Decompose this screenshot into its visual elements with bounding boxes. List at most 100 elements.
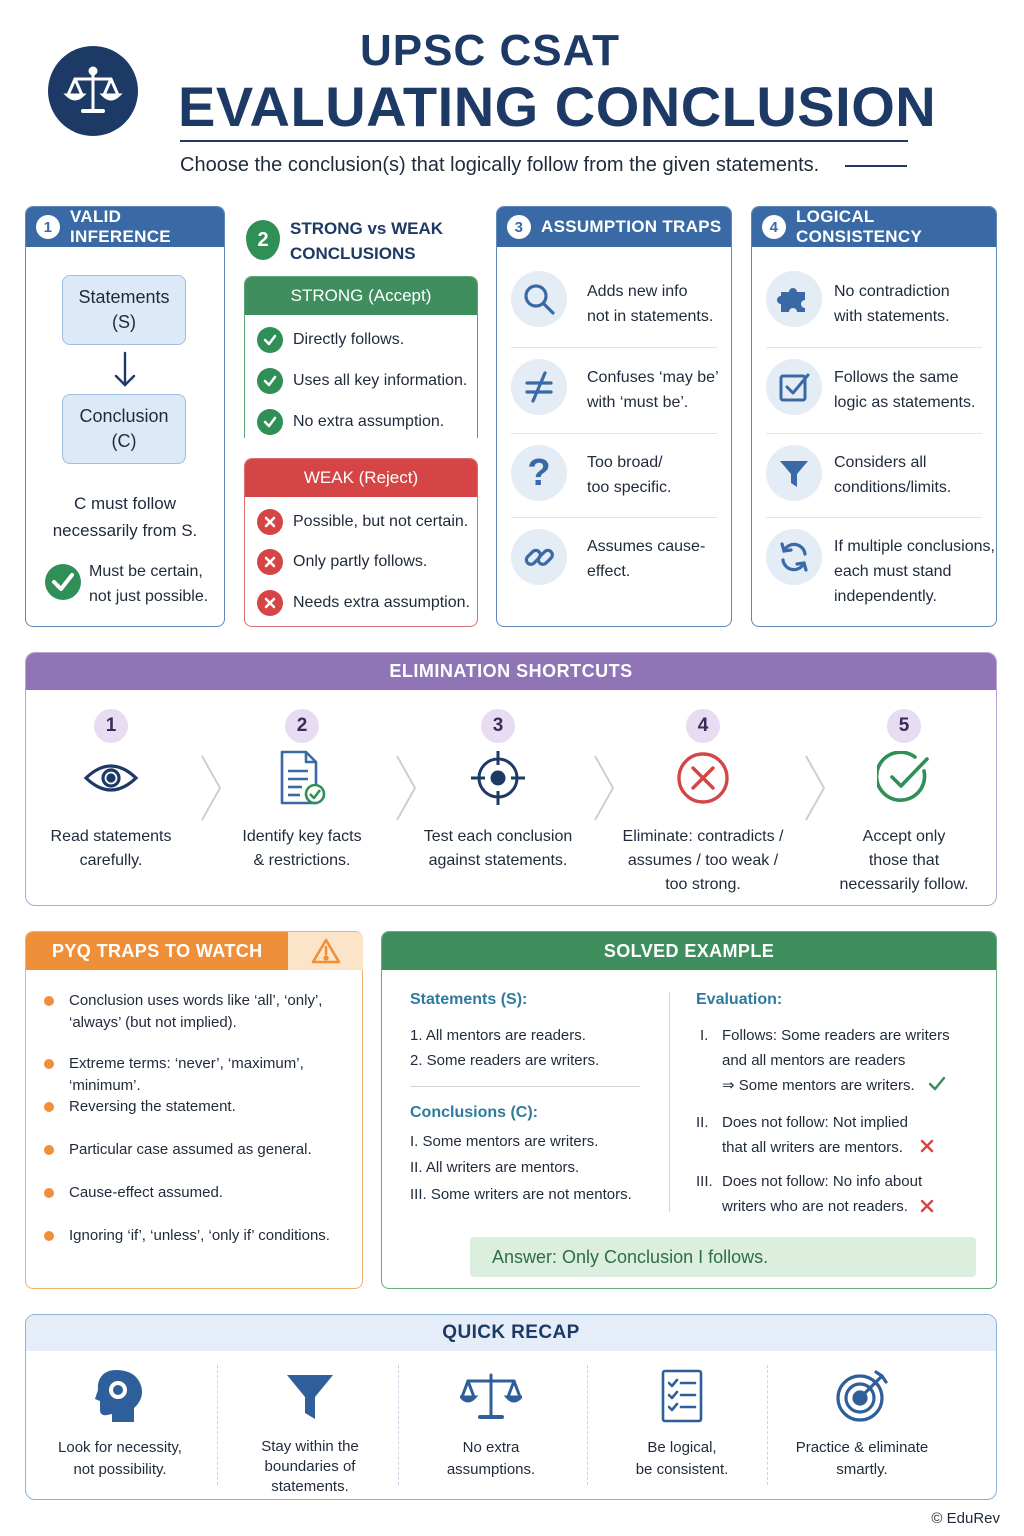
recap-line: Look for necessity, xyxy=(58,1439,182,1456)
trap-line: Confuses ‘may be’ xyxy=(587,369,719,386)
trap-line: Adds new info xyxy=(587,283,688,300)
checkbox-icon xyxy=(766,359,822,415)
chevron-right-icon xyxy=(393,753,419,828)
consistency-line: Follows the same xyxy=(834,369,959,386)
target-arrow-icon xyxy=(772,1365,952,1427)
weak-item: Needs extra assumption. xyxy=(257,590,470,616)
conclusions-label: Conclusions (C): xyxy=(410,1104,538,1121)
trap-line: Too broad/ xyxy=(587,454,663,471)
step-number: 5 xyxy=(887,709,921,743)
refresh-icon xyxy=(766,529,822,585)
consistency-item: No contradiction with statements. xyxy=(752,259,996,343)
strong-panel: STRONG (Accept) Directly follows. Uses a… xyxy=(244,276,478,438)
valid-inference-card: 1 VALID INFERENCE Statements (S) Conclus… xyxy=(25,206,225,627)
step-number: 1 xyxy=(94,709,128,743)
recap-line: statements. xyxy=(271,1478,349,1495)
eval-line: Follows: Some readers are writers xyxy=(722,1027,950,1044)
column-divider xyxy=(669,992,670,1212)
step-text: Test each conclusion against statements. xyxy=(413,825,583,873)
pyq-item-text: Cause-effect assumed. xyxy=(69,1184,223,1201)
card-title: VALID INFERENCE xyxy=(70,207,171,246)
answer-banner: Answer: Only Conclusion I follows. xyxy=(470,1237,976,1277)
certainty-note: Must be certain, not just possible. xyxy=(89,559,208,609)
card-title: LOGICAL CONSISTENCY xyxy=(796,207,923,246)
step-line: necessarily follow. xyxy=(839,876,969,893)
strong-item: Directly follows. xyxy=(257,327,404,353)
recap-line: Be logical, xyxy=(647,1439,717,1456)
recap-line: boundaries of xyxy=(264,1458,356,1475)
rule-line: C must follow xyxy=(73,494,177,513)
strong-item-text: No extra assumption. xyxy=(293,413,445,430)
bullet-dot xyxy=(44,1188,54,1198)
conclusion-line: II. All writers are mentors. xyxy=(410,1159,580,1176)
strong-item: No extra assumption. xyxy=(257,409,444,435)
recap-item: Look for necessity, not possibility. xyxy=(30,1365,210,1481)
divider xyxy=(766,347,982,348)
step-number: 3 xyxy=(481,709,515,743)
subtitle-divider xyxy=(845,165,907,167)
elimination-step: 4 Eliminate: contradicts / assumes / too… xyxy=(618,709,788,897)
rule-line: necessarily from S. xyxy=(52,521,198,540)
strong-item-text: Uses all key information. xyxy=(293,372,468,389)
rule-text: C must follow necessarily from S. xyxy=(26,490,224,544)
step-line: Accept only xyxy=(862,828,946,845)
title-line-2: EVALUATING CONCLUSION xyxy=(178,75,937,138)
weak-item: Only partly follows. xyxy=(257,549,427,575)
evaluation-label: Evaluation: xyxy=(696,991,783,1008)
logical-consistency-header: 4 LOGICAL CONSISTENCY xyxy=(752,207,996,247)
divider xyxy=(766,433,982,434)
chevron-right-icon xyxy=(591,753,617,828)
card-number-badge: 2 xyxy=(246,220,280,260)
statement-line: 2. Some readers are writers. xyxy=(410,1052,600,1069)
recap-line: not possibility. xyxy=(73,1461,167,1478)
trap-text: Assumes cause- effect. xyxy=(587,534,705,584)
step-number: 2 xyxy=(285,709,319,743)
eval-number: III. xyxy=(696,1173,713,1190)
eval-number: II. xyxy=(696,1114,709,1131)
step-line: Read statements xyxy=(50,828,172,845)
weak-item: Possible, but not certain. xyxy=(257,509,468,535)
note-line: Must be certain, xyxy=(89,563,203,580)
step-line: Identify key facts xyxy=(242,828,362,845)
valid-inference-header: 1 VALID INFERENCE xyxy=(26,207,224,247)
pyq-item-text: Ignoring ‘if’, ‘unless’, ‘only if’ condi… xyxy=(69,1227,330,1244)
recap-text: Practice & eliminate smartly. xyxy=(772,1437,952,1481)
scales-icon xyxy=(401,1365,581,1427)
divider xyxy=(398,1365,399,1485)
pyq-item-text: Particular case assumed as general. xyxy=(69,1141,312,1158)
step-number: 4 xyxy=(686,709,720,743)
consistency-text: Follows the same logic as statements. xyxy=(834,365,975,415)
warning-icon xyxy=(288,932,363,970)
trap-line: effect. xyxy=(587,563,631,580)
chevron-right-icon xyxy=(802,753,828,828)
check-icon xyxy=(928,1076,946,1097)
pyq-item: Extreme terms: ‘never’, ‘maximum’, ‘mini… xyxy=(44,1053,354,1097)
step-line: & restrictions. xyxy=(253,852,351,869)
check-icon xyxy=(257,327,283,353)
conclusion-line: III. Some writers are not mentors. xyxy=(410,1186,632,1203)
consistency-line: independently. xyxy=(834,588,937,605)
strong-item: Uses all key information. xyxy=(257,368,467,394)
elimination-step: 1 Read statements carefully. xyxy=(26,709,196,873)
bullet-dot xyxy=(44,996,54,1006)
trap-line: Assumes cause- xyxy=(587,538,706,555)
step-line: Eliminate: contradicts / xyxy=(622,828,784,845)
solved-header: SOLVED EXAMPLE xyxy=(382,932,996,970)
x-icon xyxy=(920,1199,934,1218)
consistency-item: If multiple conclusions, each must stand… xyxy=(752,517,996,627)
card-title: STRONG vs WEAK CONCLUSIONS xyxy=(290,216,443,266)
magnifier-icon xyxy=(511,271,567,327)
conclusion-line: I. Some mentors are writers. xyxy=(410,1133,599,1150)
recap-text: Look for necessity, not possibility. xyxy=(30,1437,210,1481)
solved-example-panel: SOLVED EXAMPLE Statements (S): 1. All me… xyxy=(381,931,997,1289)
checklist-icon xyxy=(592,1365,772,1427)
step-line: Test each conclusion xyxy=(423,828,573,845)
title-line: CONCLUSIONS xyxy=(290,244,416,263)
card-title: ASSUMPTION TRAPS xyxy=(541,217,722,236)
copyright-text: © EduRev xyxy=(931,1510,1000,1527)
arrow-down-icon xyxy=(112,351,138,394)
recap-item: Be logical, be consistent. xyxy=(592,1365,772,1481)
elimination-shortcuts-panel: ELIMINATION SHORTCUTS 1 Read statements … xyxy=(25,652,997,906)
logo-scales-icon xyxy=(48,46,138,136)
check-circle-icon xyxy=(819,743,989,813)
